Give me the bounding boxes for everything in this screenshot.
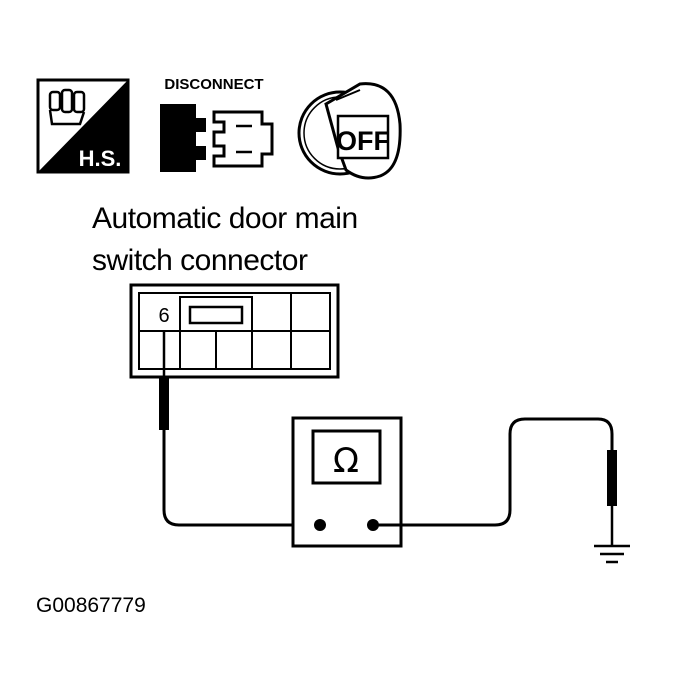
ohmmeter: Ω bbox=[291, 416, 403, 548]
terminal-6-label: 6 bbox=[158, 305, 169, 327]
door-switch-connector: 6 bbox=[129, 283, 340, 379]
ground-icon bbox=[594, 544, 630, 564]
hs-icon: H.S. bbox=[36, 78, 130, 174]
ground-lead bbox=[373, 417, 617, 545]
connector-title-line-1: Automatic door main bbox=[92, 202, 358, 235]
meter-terminal-left bbox=[314, 519, 326, 531]
connector-title-line-2: switch connector bbox=[92, 244, 308, 277]
figure-code: G00867779 bbox=[36, 594, 146, 617]
ignition-off-icon: OFF bbox=[297, 82, 402, 180]
hs-label: H.S. bbox=[79, 146, 122, 171]
disconnect-label: DISCONNECT bbox=[164, 76, 263, 93]
disconnect-icon: DISCONNECT bbox=[160, 76, 274, 172]
ohm-symbol: Ω bbox=[333, 441, 359, 481]
connector-probe bbox=[159, 330, 320, 527]
ignition-label: OFF bbox=[336, 126, 390, 156]
